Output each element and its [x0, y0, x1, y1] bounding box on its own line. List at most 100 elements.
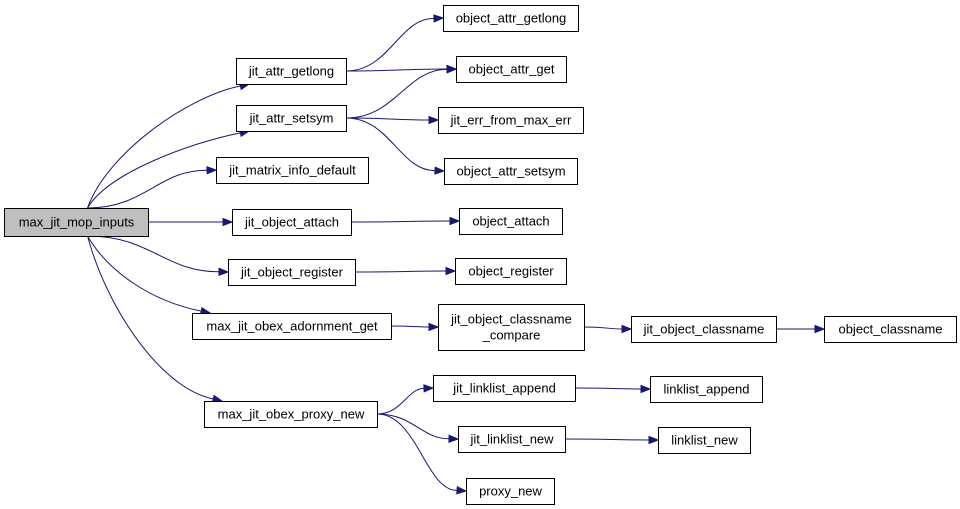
node-label: max_jit_obex_adornment_get [206, 319, 378, 334]
node-label: object_attr_setsym [456, 164, 565, 179]
arrowhead-jit_object_attach-to-object_attach [449, 216, 461, 226]
arrowhead-jit_attr_setsym-to-jit_err_from_max_err [428, 115, 440, 125]
edge-jit_attr_getlong-to-object_attr_getlong [345, 17, 435, 72]
call-edges [87, 14, 826, 495]
arrowhead-jit_linklist_new-to-linklist_new [648, 435, 660, 445]
node-box [631, 316, 777, 343]
node-label: object_classname [838, 322, 942, 337]
node-proxy_new[interactable]: proxy_new [466, 478, 555, 505]
arrowhead-jit_attr_setsym-to-object_attr_setsym [434, 166, 446, 175]
function-nodes: max_jit_mop_inputs jit_attr_getlong jit_at… [4, 5, 957, 505]
node-object_classname[interactable]: object_classname [824, 316, 957, 343]
edge-max_jit_obex_proxy_new-to-jit_linklist_append [376, 387, 425, 415]
node-box [455, 258, 567, 285]
edge-jit_attr_setsym-to-object_attr_setsym [345, 117, 436, 172]
node-label: jit_linklist_append [452, 381, 556, 396]
node-label: jit_err_from_max_err [450, 113, 572, 128]
edge-max_jit_mop_inputs-to-jit_attr_setsym [87, 132, 241, 209]
arrowhead-jit_object_classname_compare-to-jit_object_classname [621, 324, 633, 334]
node-label: jit_linklist_new [469, 432, 554, 447]
node-label: jit_attr_getlong [248, 64, 334, 79]
node-label: jit_object_attach [244, 215, 339, 230]
arrowhead-max_jit_mop_inputs-to-jit_matrix_info_default [206, 166, 218, 175]
node-label: jit_object_register [240, 265, 344, 280]
edge-max_jit_mop_inputs-to-max_jit_obex_proxy_new [87, 235, 214, 400]
node-jit_attr_setsym[interactable]: jit_attr_setsym [236, 105, 347, 132]
node-box [232, 209, 352, 236]
arrowhead-max_jit_obex_adornment_get-to-jit_object_classname_compare [428, 322, 440, 332]
arrowhead-max_jit_obex_proxy_new-to-proxy_new [456, 486, 468, 495]
node-label: jit_object_classname [643, 322, 765, 337]
edge-max_jit_mop_inputs-to-jit_object_register [87, 235, 220, 273]
node-box [433, 375, 576, 402]
edge-jit_object_register-to-object_register [354, 270, 447, 273]
node-jit_object_classname_compare[interactable]: jit_object_classname_compare [438, 304, 585, 351]
node-label: linklist_new [671, 433, 738, 448]
node-jit_attr_getlong[interactable]: jit_attr_getlong [236, 58, 347, 85]
node-box [236, 105, 347, 132]
node-max_jit_obex_adornment_get[interactable]: max_jit_obex_adornment_get [192, 313, 392, 340]
node-linklist_new[interactable]: linklist_new [658, 427, 751, 454]
arrowhead-max_jit_mop_inputs-to-jit_object_register [218, 267, 230, 277]
node-box [228, 259, 356, 286]
node-box [438, 107, 584, 134]
arrowhead-max_jit_obex_proxy_new-to-jit_linklist_new [448, 434, 460, 443]
node-jit_linklist_new[interactable]: jit_linklist_new [458, 426, 566, 453]
node-jit_object_classname[interactable]: jit_object_classname [631, 316, 777, 343]
node-label: jit_matrix_info_default [228, 163, 356, 178]
node-jit_matrix_info_default[interactable]: jit_matrix_info_default [216, 157, 369, 184]
node-box [458, 426, 566, 453]
node-label: object_attr_getlong [456, 11, 567, 26]
node-box [216, 157, 369, 184]
node-box [444, 158, 578, 185]
node-label: _compare [482, 328, 541, 343]
node-object_attach[interactable]: object_attach [459, 208, 563, 235]
node-max_jit_mop_inputs[interactable]: max_jit_mop_inputs [4, 208, 149, 237]
edge-max_jit_mop_inputs-to-jit_matrix_info_default [87, 169, 208, 209]
node-label: jit_attr_setsym [249, 111, 334, 126]
edge-jit_attr_setsym-to-jit_err_from_max_err [345, 117, 430, 121]
edge-max_jit_mop_inputs-to-jit_attr_getlong [87, 85, 241, 209]
node-label: max_jit_mop_inputs [19, 215, 135, 230]
node-box [824, 316, 957, 343]
node-box [459, 208, 563, 235]
node-jit_err_from_max_err[interactable]: jit_err_from_max_err [438, 107, 584, 134]
node-label: object_register [468, 264, 554, 279]
node-object_register[interactable]: object_register [455, 258, 567, 285]
arrowhead-max_jit_obex_proxy_new-to-jit_linklist_append [423, 384, 435, 393]
node-label: proxy_new [479, 484, 542, 499]
edge-jit_attr_setsym-to-object_attr_get [345, 68, 448, 119]
node-box [650, 376, 763, 403]
node-box [236, 58, 347, 85]
node-box [4, 208, 149, 237]
node-object_attr_get[interactable]: object_attr_get [456, 56, 567, 83]
node-jit_object_attach[interactable]: jit_object_attach [232, 209, 352, 236]
arrowhead-max_jit_mop_inputs-to-jit_object_attach [222, 217, 234, 227]
arrowhead-jit_attr_setsym-to-object_attr_get [446, 65, 458, 74]
node-linklist_append[interactable]: linklist_append [650, 376, 763, 403]
node-object_attr_getlong[interactable]: object_attr_getlong [443, 5, 579, 32]
arrowhead-jit_object_register-to-object_register [445, 266, 457, 276]
node-box [443, 5, 579, 32]
node-box [204, 401, 378, 428]
edge-jit_object_classname_compare-to-jit_object_classname [583, 326, 623, 330]
node-jit_linklist_append[interactable]: jit_linklist_append [433, 375, 576, 402]
edge-max_jit_obex_proxy_new-to-proxy_new [376, 413, 458, 491]
node-object_attr_setsym[interactable]: object_attr_setsym [444, 158, 578, 185]
arrowhead-jit_object_classname-to-object_classname [814, 324, 826, 334]
node-label: object_attach [472, 214, 549, 229]
edge-jit_linklist_append-to-linklist_append [574, 387, 642, 390]
edge-jit_linklist_new-to-linklist_new [564, 438, 650, 441]
node-label: jit_object_classname [450, 312, 572, 327]
node-box [466, 478, 555, 505]
node-jit_object_register[interactable]: jit_object_register [228, 259, 356, 286]
arrowhead-jit_attr_getlong-to-object_attr_getlong [433, 14, 445, 23]
edge-max_jit_obex_proxy_new-to-jit_linklist_new [376, 413, 450, 440]
node-label: linklist_append [663, 382, 749, 397]
arrowhead-jit_linklist_append-to-linklist_append [640, 384, 652, 394]
edge-jit_attr_getlong-to-object_attr_get [345, 68, 448, 72]
node-label: max_jit_obex_proxy_new [218, 407, 365, 422]
edge-jit_object_attach-to-object_attach [350, 220, 451, 223]
node-max_jit_obex_proxy_new[interactable]: max_jit_obex_proxy_new [204, 401, 378, 428]
